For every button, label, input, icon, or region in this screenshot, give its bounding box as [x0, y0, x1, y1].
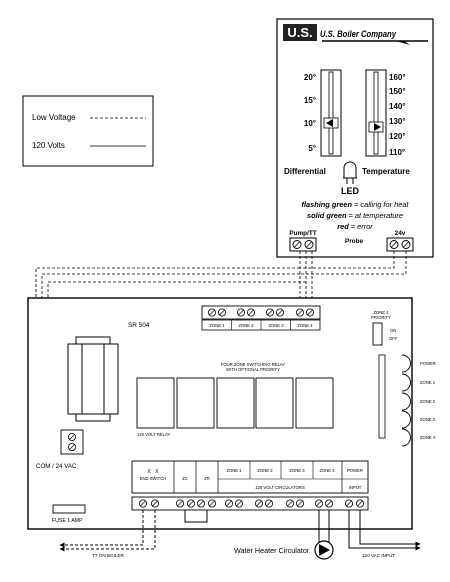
zone4-priority-label-1: ZONE 4: [373, 310, 389, 315]
probe-label: Probe: [345, 238, 364, 245]
120-vac-input-label: 120 VAC INPUT: [362, 553, 395, 558]
diff-tick-3: 5°: [308, 144, 316, 153]
led-label-zone4: ZONE 4: [420, 435, 436, 440]
zone-terminal-label-4: ZONE 4: [297, 323, 313, 328]
legend-box: [22, 95, 154, 167]
end-switch-label: END SWITCH: [140, 476, 167, 481]
com-24vac-label: COM / 24 VAC: [36, 463, 77, 470]
24v-terminal: [386, 237, 414, 252]
circ-zone-label-2: ZONE 2: [257, 468, 273, 473]
zone2-led-icon: [401, 392, 411, 411]
on-label: ON: [390, 328, 396, 333]
relay-box-1: [136, 377, 175, 429]
temp-tick-3: 130°: [389, 117, 406, 126]
zone-terminal-strip: ZONE 1 ZONE 2 ZONE 3 ZONE 4: [201, 305, 321, 331]
temperature-pointer-icon: [374, 123, 381, 131]
pump-tt-label: Pump/TT: [289, 230, 316, 237]
differential-pointer-icon: [326, 119, 333, 127]
svg-text:U.S.: U.S.: [287, 25, 312, 40]
legend-120-volts-label: 120 Volts: [32, 141, 65, 150]
led-label-power: POWER: [420, 361, 436, 366]
control-panel: U.S. U.S. Boiler Company 20° 15° 10° 5° …: [276, 18, 434, 258]
led-label-zone1: ZONE 1: [420, 380, 436, 385]
fuse-label: FUSE 1 AMP: [52, 518, 83, 524]
temp-tick-2: 140°: [389, 102, 406, 111]
line-voltage-wiring: [59, 510, 421, 552]
off-label: OFF: [389, 336, 398, 341]
circulators-label: 120 VOLT CIRCULATORS: [255, 485, 305, 490]
zone4-priority-label-2: PRIORITY: [371, 315, 391, 320]
led-label: LED: [341, 186, 360, 196]
zone4-led-icon: [401, 428, 411, 447]
brand-name: U.S. Boiler Company: [320, 29, 397, 40]
temp-tick-4: 120°: [389, 132, 406, 141]
diff-tick-2: 10°: [304, 119, 316, 128]
relay-title-line-1: FOUR ZONE SWITCHING RELAY: [221, 362, 286, 367]
transformer-icon: [67, 336, 119, 422]
circ-zone-label-4: ZONE 4: [319, 468, 335, 473]
status-line-1: flashing green = calling for heat: [301, 200, 409, 209]
zone-terminal-label-3: ZONE 3: [268, 323, 284, 328]
bottom-terminal-strip: [131, 496, 369, 511]
relay-box-4: [255, 377, 294, 429]
diff-tick-0: 20°: [304, 73, 316, 82]
differential-slider-track: [320, 69, 342, 157]
circ-zone-label-3: ZONE 3: [289, 468, 305, 473]
pump-tt-terminal: [289, 237, 317, 252]
relay-box-2: [176, 377, 215, 429]
status-line-2: solid green = at temperature: [307, 211, 403, 220]
relay-box-3: [216, 377, 255, 429]
water-heater-circulator-label: Water Heater Circulator: [234, 546, 310, 555]
relay-model: SR 504: [128, 322, 150, 329]
indicator-strip: [378, 354, 386, 439]
relay-box-5: [295, 377, 334, 429]
zone3-led-icon: [401, 410, 411, 429]
led-column: [401, 354, 411, 447]
24v-label: 24v: [395, 230, 406, 237]
zone-terminal-label-2: ZONE 2: [238, 323, 254, 328]
led-label-zone2: ZONE 2: [420, 399, 436, 404]
differential-label: Differential: [284, 167, 326, 176]
temperature-label: Temperature: [362, 167, 410, 176]
legend-low-voltage-label: Low Voltage: [32, 113, 76, 122]
fuse-icon: [52, 504, 86, 514]
led-label-zone3: ZONE 3: [420, 417, 436, 422]
power-label: POWER: [347, 468, 363, 473]
zone4-priority-switch[interactable]: [372, 322, 383, 346]
control-panel-box: [276, 18, 434, 258]
zone1-led-icon: [401, 373, 411, 392]
relay-board: SR 504 ZONE 1 ZONE 2 ZONE 3 ZONE 4 ZONE …: [27, 297, 436, 530]
led-icon: [343, 161, 357, 184]
120-volt-relay-label: 120 VOLT RELAY: [137, 432, 170, 437]
zone-terminal-label-1: ZONE 1: [209, 323, 225, 328]
bottom-label-block: X X END SWITCH ZC ZR ZONE 1 ZONE 2 ZONE …: [131, 460, 369, 494]
end-switch-xx: X X: [147, 469, 159, 475]
legend: Low Voltage 120 Volts: [22, 95, 154, 167]
zc-label: ZC: [182, 476, 188, 481]
relay-title-line-2: WITH OPTIONAL PRIORITY: [226, 367, 280, 372]
com-24vac-terminal: [60, 429, 84, 455]
water-heater-circulator-icon: [314, 540, 334, 560]
temp-tick-5: 110°: [389, 148, 405, 157]
temp-tick-0: 160°: [389, 73, 406, 82]
temp-tick-1: 150°: [389, 87, 406, 96]
input-label: INPUT: [349, 485, 362, 490]
diff-tick-1: 15°: [304, 96, 316, 105]
zr-label: ZR: [204, 476, 210, 481]
brand-logo: U.S. U.S. Boiler Company: [283, 24, 428, 45]
circ-zone-label-1: ZONE 1: [226, 468, 242, 473]
tt-on-boiler-label: TT ON BOILER: [92, 553, 125, 558]
status-line-3: red = error: [337, 222, 373, 231]
temperature-slider-track: [365, 69, 387, 157]
power-led-icon: [401, 354, 411, 373]
